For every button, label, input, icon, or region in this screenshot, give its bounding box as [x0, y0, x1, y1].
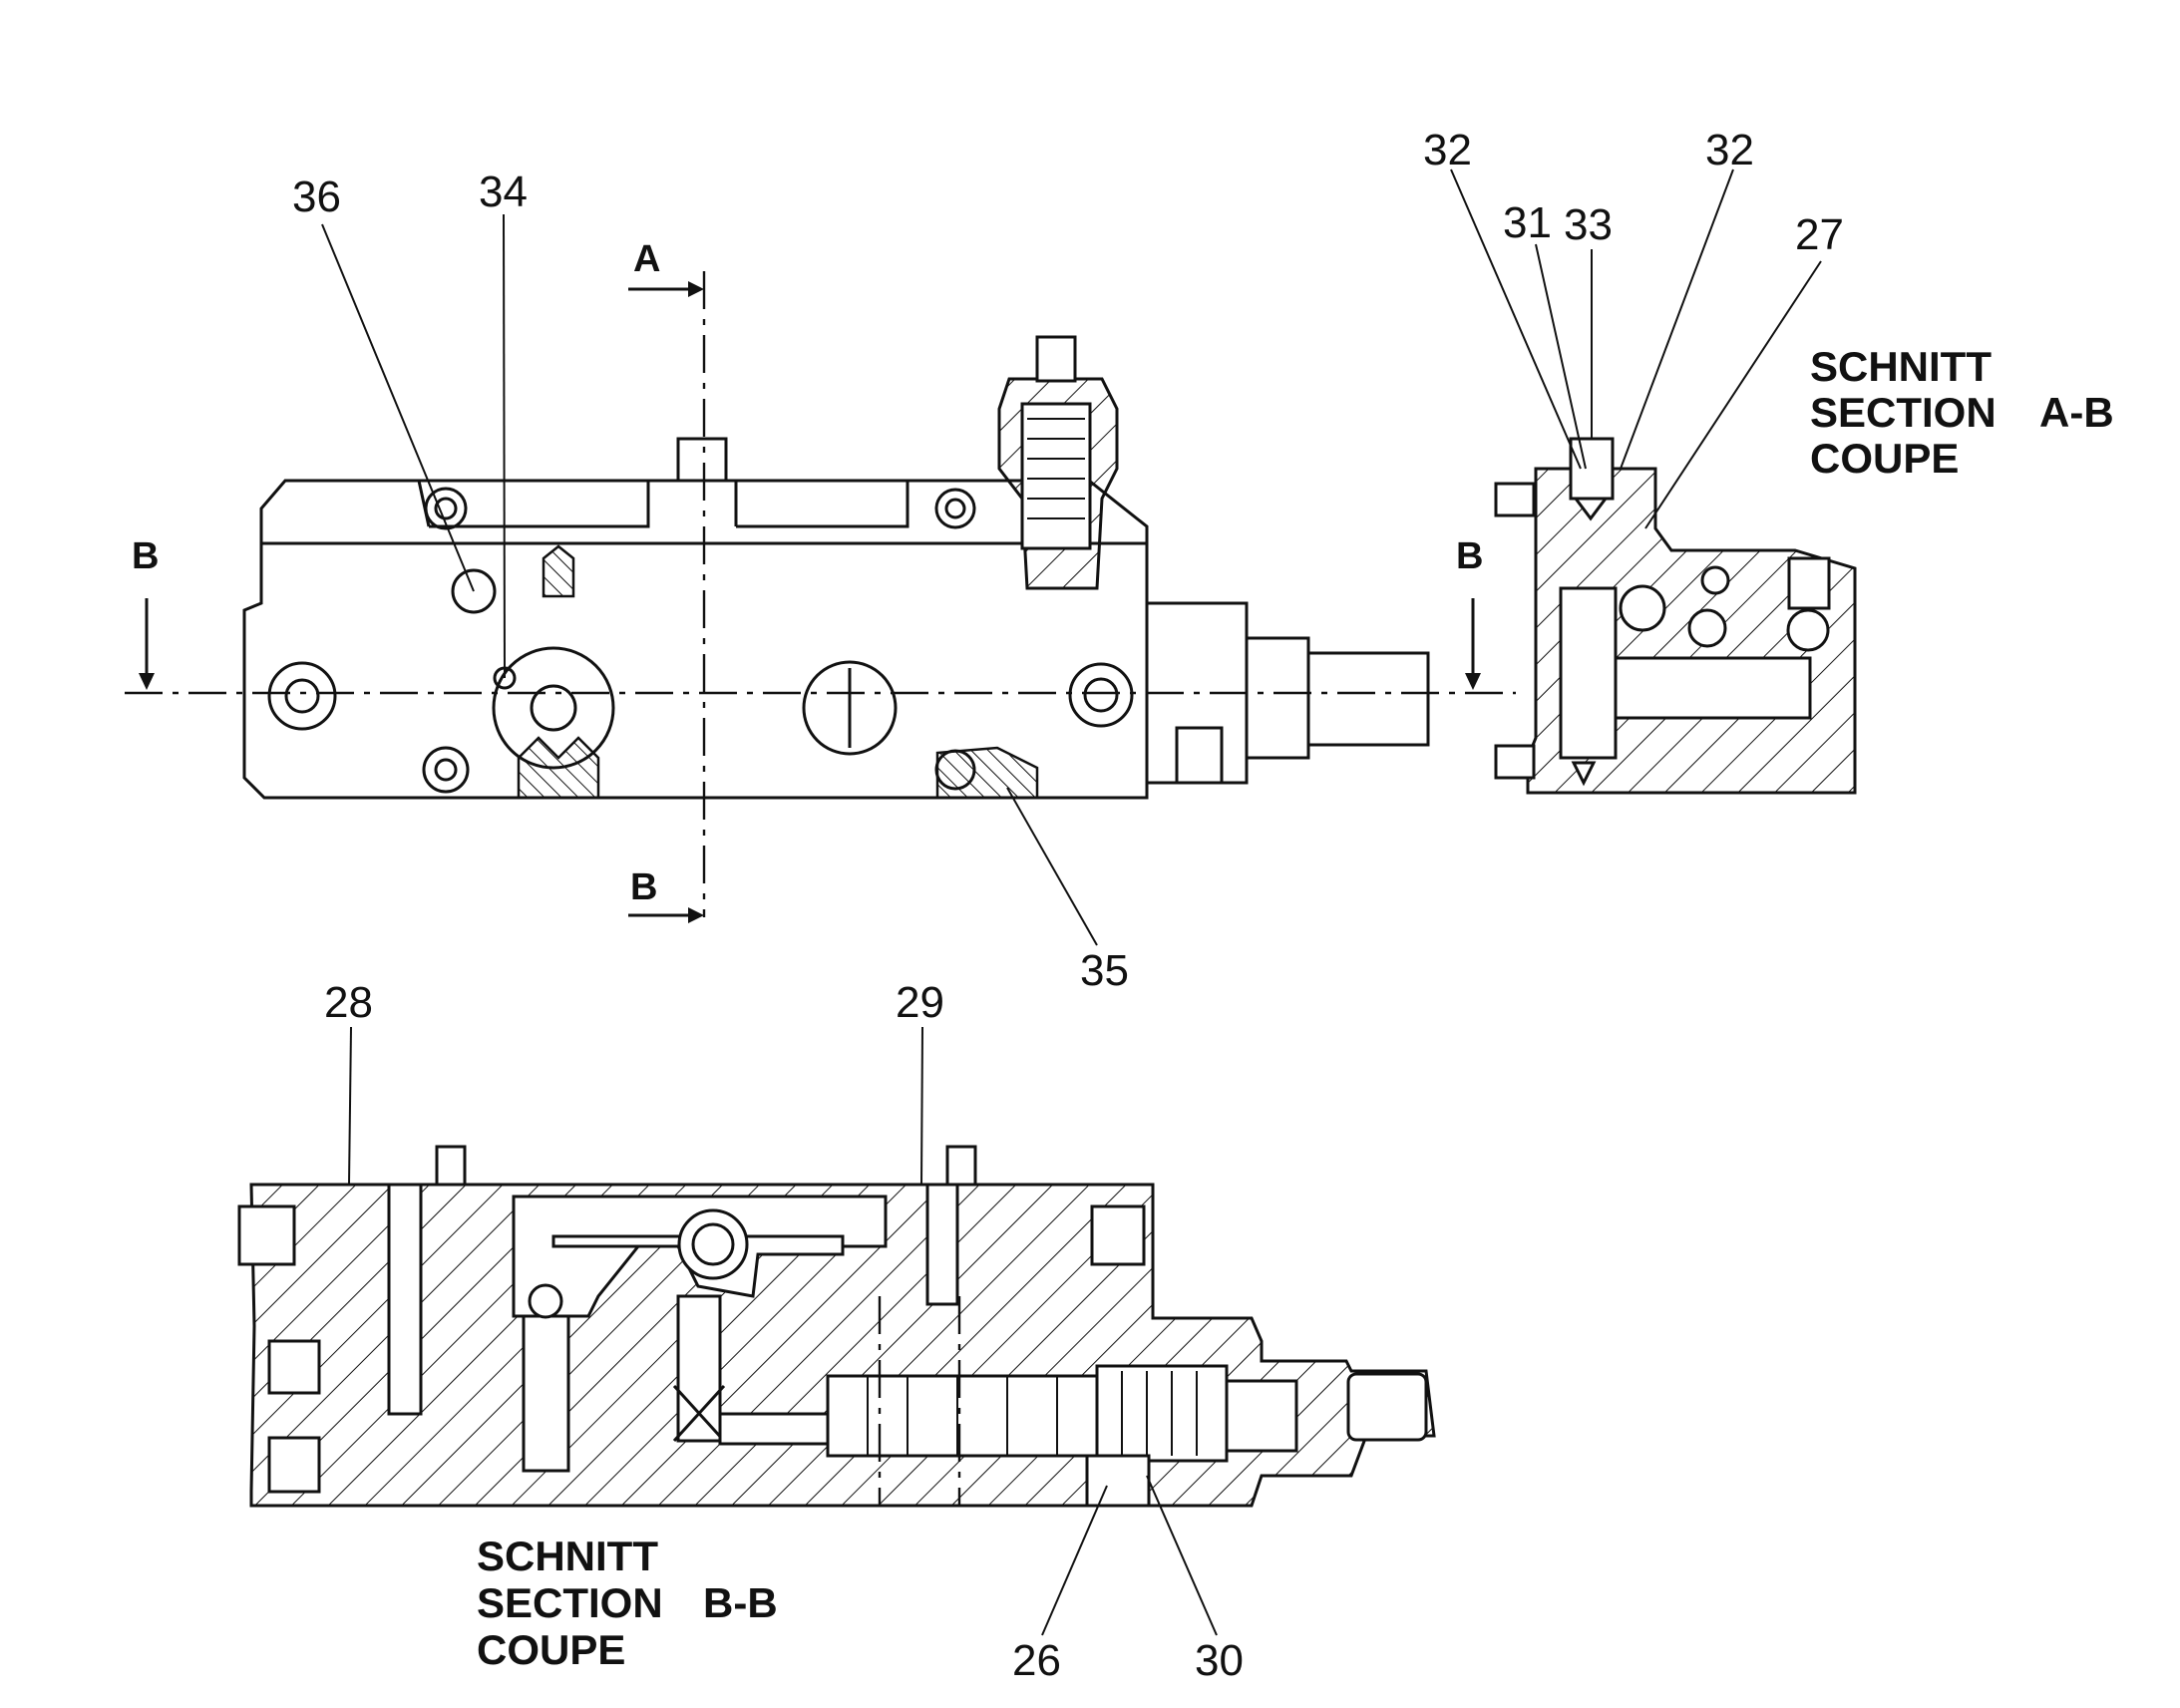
leaders: [321, 169, 1822, 1636]
ab-port-1: [1619, 584, 1666, 632]
ab-pin: [1571, 761, 1597, 787]
ab-screw-top: [1494, 482, 1536, 517]
ab-port-2: [1687, 608, 1727, 648]
callout-34: 34: [479, 168, 528, 216]
pilot-ball: [528, 1283, 563, 1319]
ab-plug: [1787, 556, 1831, 610]
cap-bolt: [1035, 335, 1077, 383]
screw-4: [1090, 1204, 1146, 1266]
callout-27: 27: [1795, 210, 1844, 259]
plunger: [676, 1294, 722, 1443]
section-b-b-view: [237, 1145, 1436, 1508]
bottom-port: [1085, 1454, 1151, 1508]
spool-lands: [867, 1376, 1058, 1456]
drilling-1: [387, 1183, 423, 1416]
caption-ab-line3: COUPE: [1810, 435, 1959, 482]
top-pocket: [542, 544, 575, 598]
side-nut: [1245, 636, 1310, 760]
check-spring: [1121, 1371, 1198, 1456]
check-housing: [1095, 1364, 1229, 1463]
caption-section-b-b: SCHNITT SECTION B-B COUPE: [477, 1533, 778, 1673]
pilot-pin: [522, 1314, 570, 1473]
section-a-b-view: [1494, 437, 1857, 795]
caption-ab-line2: SECTION: [1810, 389, 1997, 436]
marker-b-right: B: [1456, 535, 1483, 577]
marker-b-bottom: B: [630, 866, 657, 908]
ab-port-3: [1700, 565, 1730, 595]
lower-fitting: [1175, 726, 1224, 785]
end-nut: [1225, 1379, 1298, 1453]
cross-bore: [1614, 656, 1812, 720]
callout-35: 35: [1080, 946, 1129, 995]
end-cap: [1346, 1372, 1428, 1442]
callout-29: 29: [896, 978, 944, 1027]
ab-screw-bottom: [1494, 744, 1536, 780]
top-stud: [676, 437, 728, 483]
plunger-x: [672, 1384, 726, 1443]
screw-2: [267, 1339, 321, 1395]
caption-ab-line1: SCHNITT: [1810, 343, 1992, 390]
valve-body-outline: [242, 479, 1149, 800]
ab-port-4: [1786, 608, 1830, 652]
top-rail: [294, 479, 909, 528]
caption-bb-line1: SCHNITT: [477, 1533, 658, 1579]
caption-section-a-b: SCHNITT SECTION A-B COUPE: [1810, 343, 2114, 482]
bottom-pocket-2: [935, 746, 1039, 800]
screw-3: [267, 1436, 321, 1494]
ports: [267, 487, 1134, 794]
bottom-pocket-1: [517, 736, 600, 800]
caption-bb-line2: SECTION: [477, 1579, 663, 1626]
caption-ab-label: A-B: [2039, 389, 2114, 436]
callout-32-right: 32: [1705, 126, 1754, 174]
marker-b-left: B: [132, 535, 159, 577]
caption-bb-label: B-B: [703, 1579, 778, 1626]
pivot: [677, 1208, 749, 1280]
spool: [826, 1374, 1099, 1458]
side-plug: [1306, 651, 1430, 747]
caption-bb-line3: COUPE: [477, 1626, 625, 1673]
drilling-2: [925, 1183, 959, 1306]
callout-28: 28: [324, 978, 373, 1027]
top-stud-2: [945, 1145, 977, 1187]
marker-a: A: [633, 238, 660, 280]
spring-cartridge: [1020, 402, 1092, 550]
callout-30: 30: [1195, 1636, 1244, 1685]
callout-33: 33: [1564, 200, 1613, 249]
spool-bore: [1559, 586, 1618, 760]
nozzle-tip: [1573, 497, 1609, 521]
callout-31: 31: [1503, 198, 1552, 247]
callout-32-left: 32: [1423, 126, 1472, 174]
top-stud-1: [435, 1145, 467, 1187]
top-view: A B B B: [125, 238, 1516, 923]
spring-lines: [1027, 418, 1085, 519]
nozzle: [1569, 437, 1615, 501]
callout-36: 36: [292, 172, 341, 221]
callout-26: 26: [1012, 1636, 1061, 1685]
screw-1: [237, 1204, 296, 1266]
